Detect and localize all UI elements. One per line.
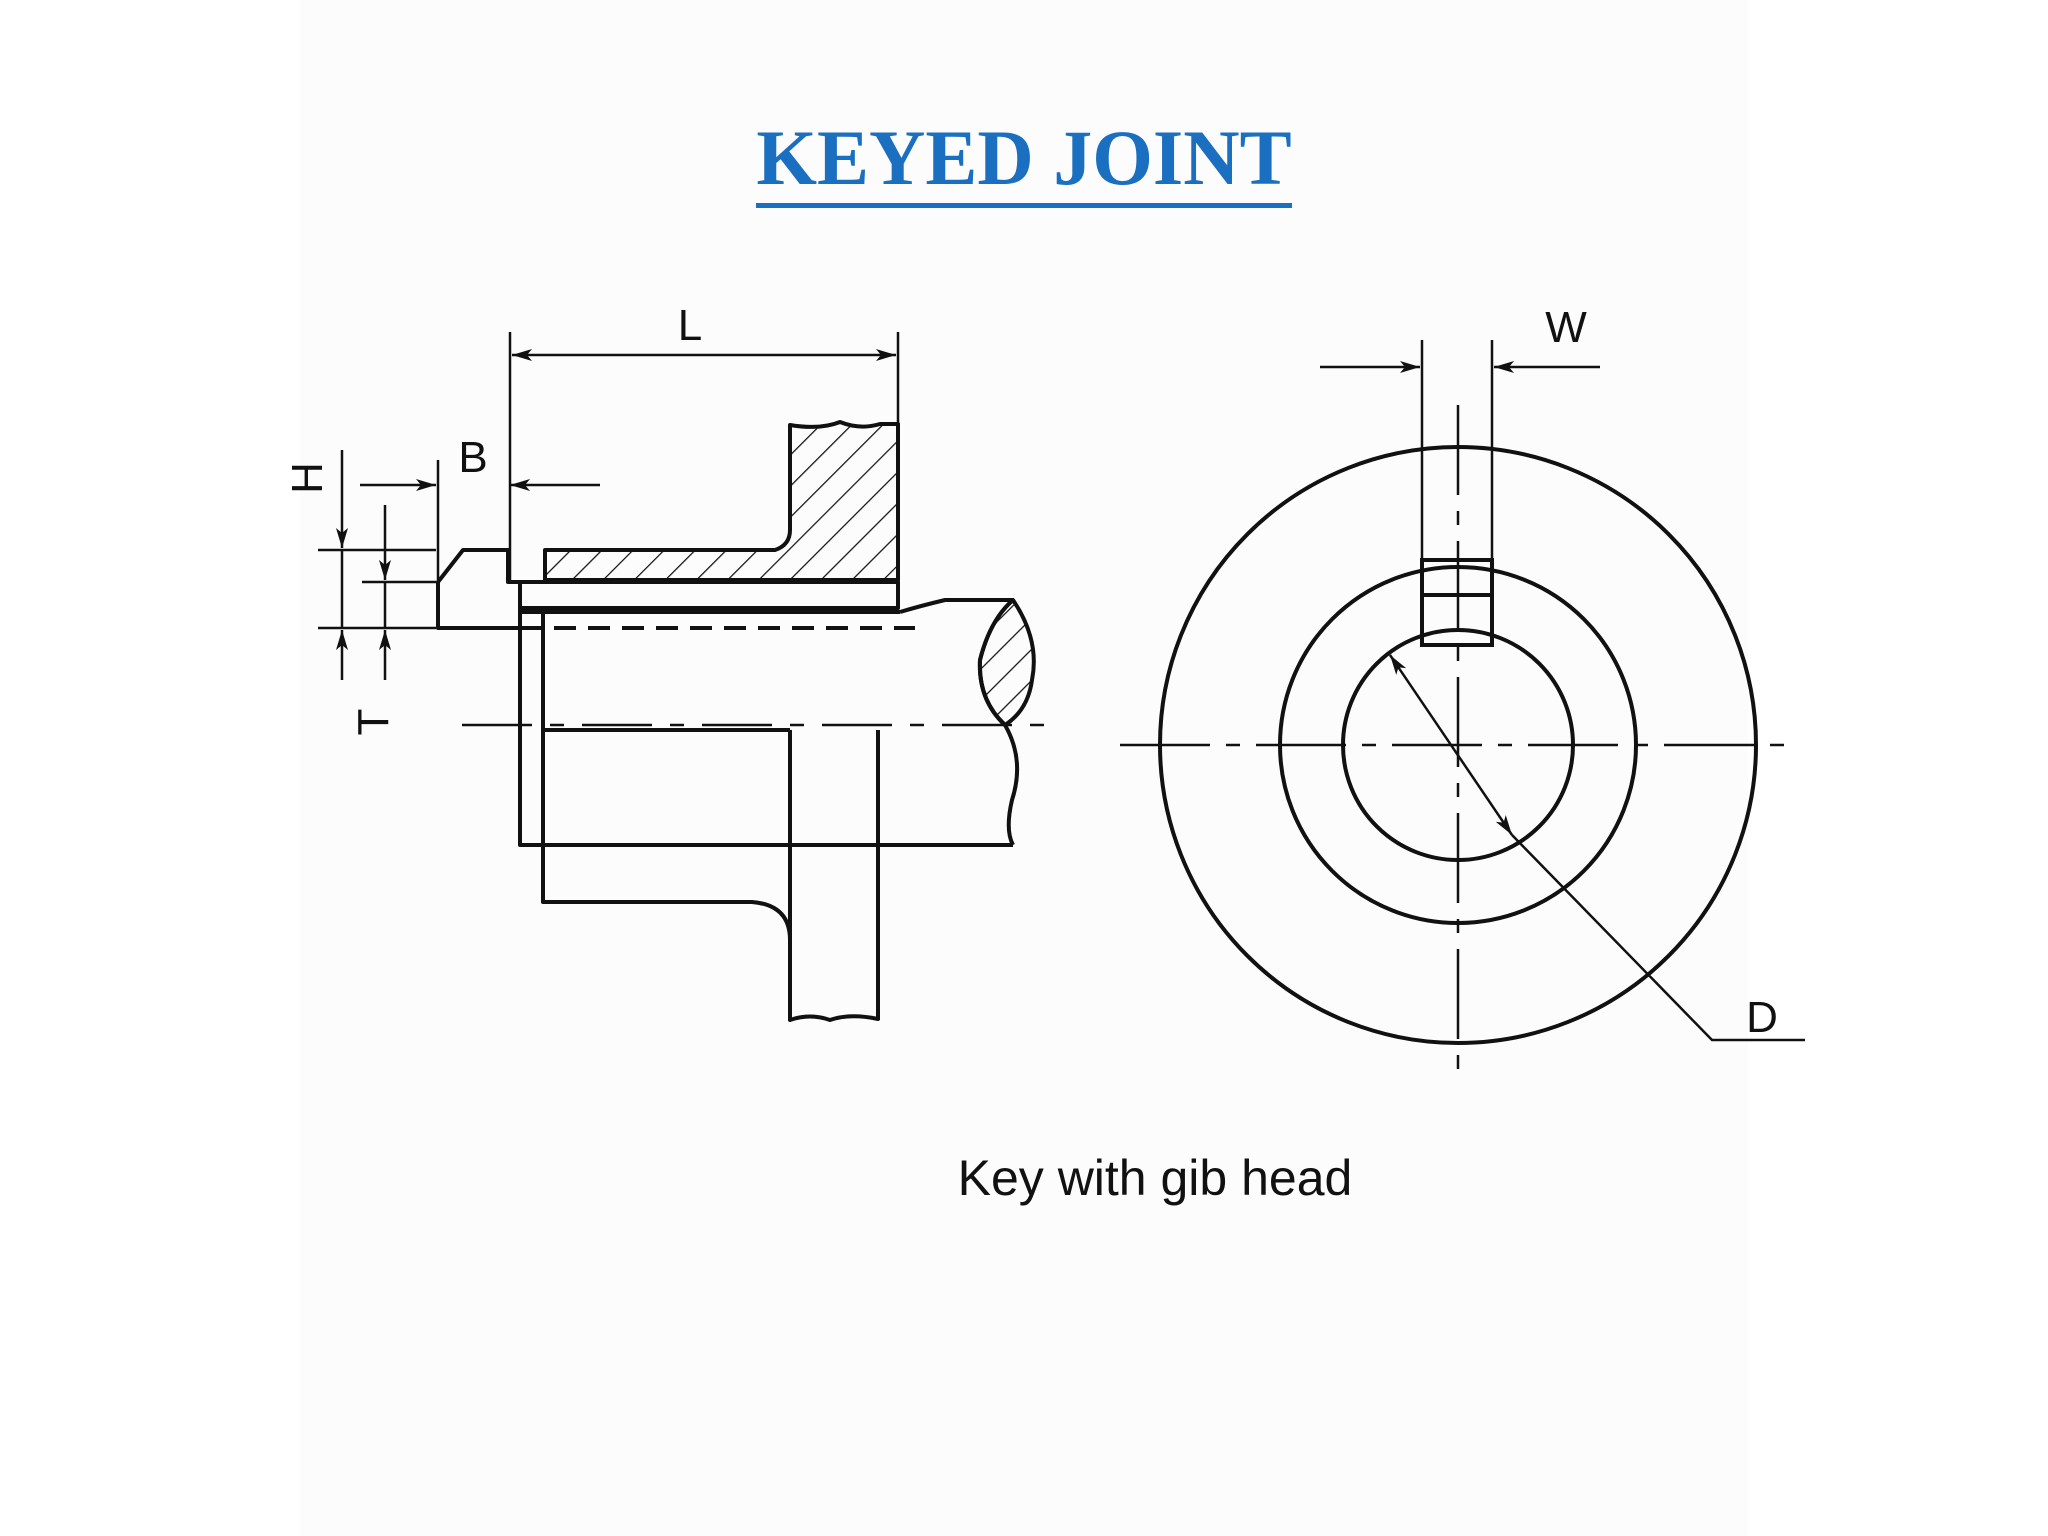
hub-section-hatch — [543, 420, 900, 582]
side-view — [318, 332, 1060, 1022]
dim-B-label: B — [458, 433, 487, 482]
hub-outline-lower — [541, 730, 880, 1022]
dim-L-label: L — [678, 301, 702, 350]
end-view — [1120, 340, 1805, 1085]
gib-key-body — [436, 548, 900, 630]
dim-T-label: T — [349, 709, 398, 736]
dim-D-leader — [1511, 834, 1805, 1042]
page-title-text: KEYED JOINT — [756, 114, 1292, 208]
figure-caption: Key with gib head — [958, 1150, 1353, 1206]
dim-D-line — [1388, 654, 1514, 836]
shaft-break-hatch — [977, 598, 1036, 727]
dim-W-label: W — [1545, 303, 1587, 352]
dim-D-label: D — [1746, 993, 1778, 1042]
dim-H-label: H — [283, 462, 332, 494]
page-title: KEYED JOINT — [0, 112, 2048, 208]
shaft-keyway-end — [899, 598, 1013, 614]
shaft-outline — [518, 612, 1013, 847]
